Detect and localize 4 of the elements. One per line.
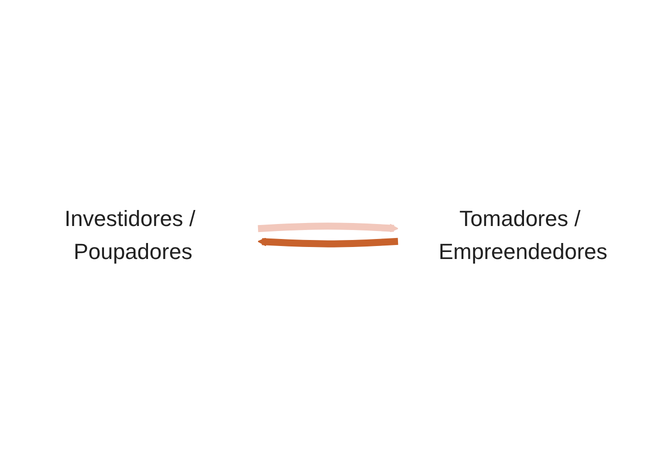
node-text: Investidores / Poupadores [64,206,196,264]
arrow [258,222,398,232]
arrow [258,236,398,247]
node-text: Tomadores / Empreendedores [438,206,608,264]
